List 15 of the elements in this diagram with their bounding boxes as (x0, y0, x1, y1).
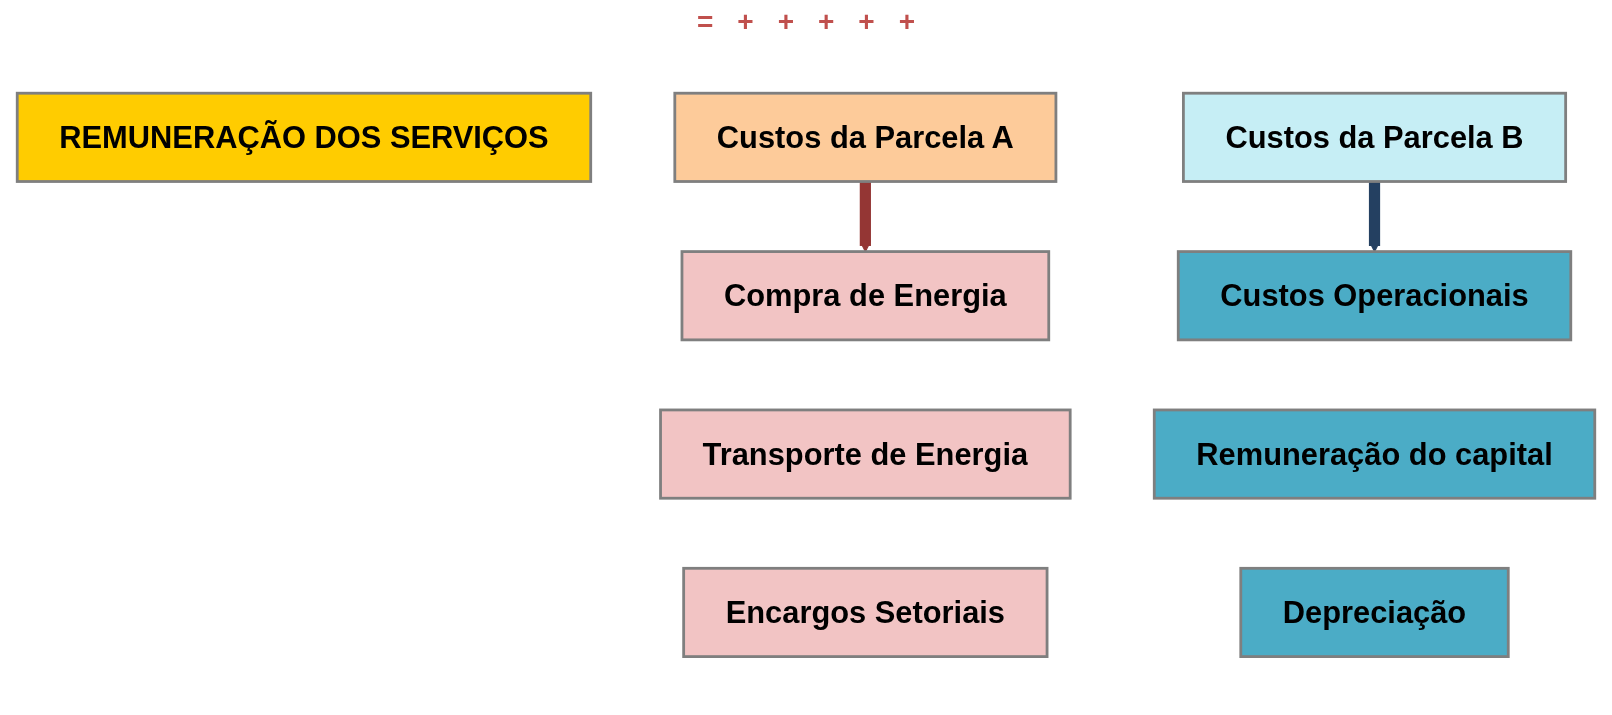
node-box: Transporte de Energia (659, 408, 1072, 500)
node-box: Depreciação (1239, 567, 1510, 659)
node-box: Custos da Parcela B (1182, 91, 1568, 183)
node-box: REMUNERAÇÃO DOS SERVIÇOS (15, 91, 593, 183)
node-box: Encargos Setoriais (682, 567, 1049, 659)
node-box: Compra de Energia (680, 250, 1051, 342)
node-box: Custos da Parcela A (673, 91, 1058, 183)
operator-sign: + (737, 6, 754, 34)
node-box: Remuneração do capital (1152, 408, 1597, 500)
operator-sign: + (858, 6, 875, 34)
operator-sign: + (898, 6, 916, 34)
operator-sign: + (818, 6, 835, 34)
operator-sign: + (777, 6, 794, 34)
node-box: Custos Operacionais (1176, 250, 1573, 342)
operator-sign: = (696, 6, 714, 34)
